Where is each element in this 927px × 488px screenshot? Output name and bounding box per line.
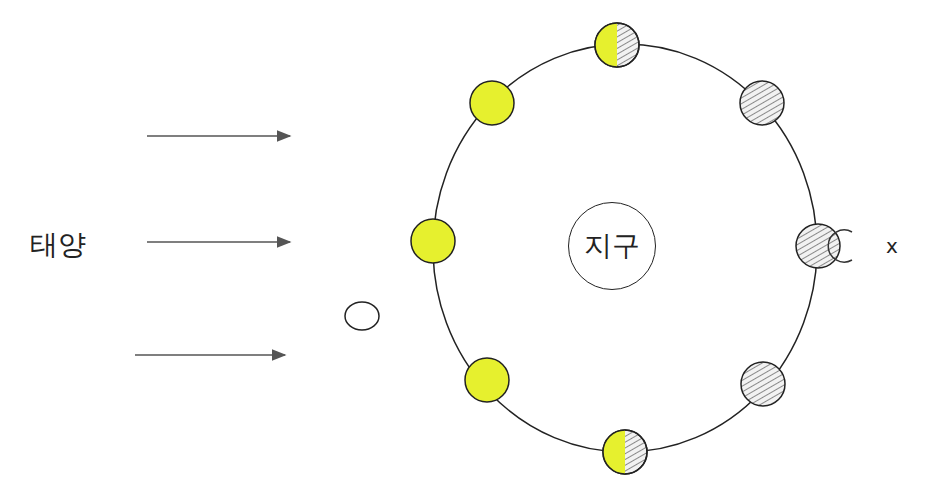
sunlight-arrows [135,136,290,355]
sun-label: 태양 [30,226,86,264]
earth-label: 지구 [584,227,640,265]
moons [411,23,840,474]
hand-mark [345,302,379,330]
position-mark: x [886,234,898,258]
crescent-mark [828,230,852,262]
moon-orbit [433,44,817,452]
earth-circle: 지구 [568,202,656,290]
